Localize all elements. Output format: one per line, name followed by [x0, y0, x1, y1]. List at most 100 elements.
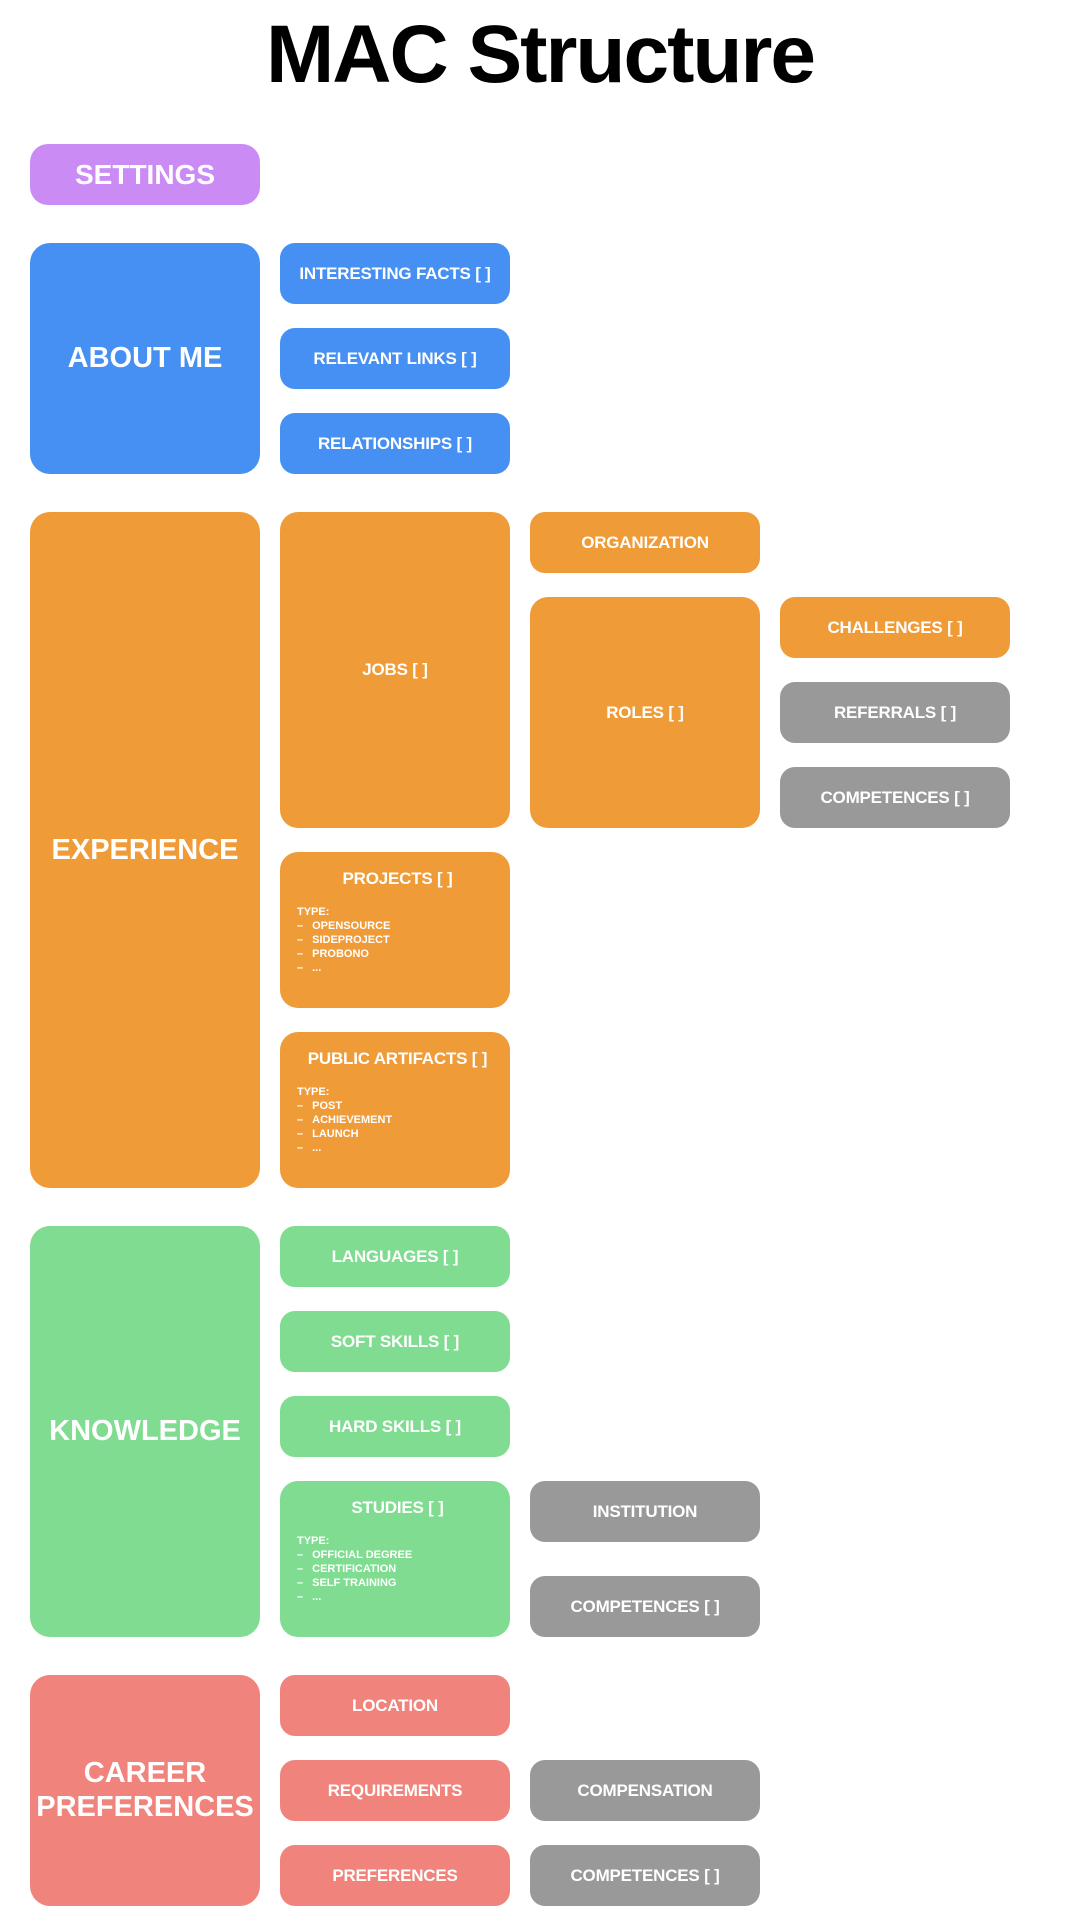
career-competences-label: COMPETENCES [ ]: [570, 1865, 720, 1885]
requirements-row: REQUIREMENTS COMPENSATION: [280, 1760, 760, 1822]
interesting-facts-node[interactable]: INTERESTING FACTS [ ]: [280, 243, 510, 305]
type-item: – OPENSOURCE: [297, 919, 498, 933]
projects-label: PROJECTS [ ]: [342, 869, 453, 889]
type-item: – ...: [297, 961, 498, 975]
roles-node[interactable]: ROLES [ ]: [530, 597, 760, 829]
compensation-node[interactable]: COMPENSATION: [530, 1760, 760, 1822]
experience-section: EXPERIENCE JOBS [ ] ORGANIZATION ROLES […: [30, 512, 1080, 1189]
studies-competences-node[interactable]: COMPETENCES [ ]: [530, 1576, 760, 1638]
career-preferences-node[interactable]: CAREER PREFERENCES: [30, 1675, 260, 1907]
dash-bullet: –: [297, 1114, 304, 1127]
soft-skills-node[interactable]: SOFT SKILLS [ ]: [280, 1311, 510, 1373]
studies-node[interactable]: STUDIES [ ] TYPE: – OFFICIAL DEGREE – CE…: [280, 1481, 510, 1638]
about-me-label: ABOUT ME: [67, 342, 223, 375]
knowledge-node[interactable]: KNOWLEDGE: [30, 1226, 260, 1638]
type-item: – ...: [297, 1590, 498, 1604]
roles-children: CHALLENGES [ ] REFERRALS [ ] COMPETENCES…: [780, 597, 1010, 829]
relationships-label: RELATIONSHIPS [ ]: [317, 433, 472, 453]
studies-competences-label: COMPETENCES [ ]: [570, 1596, 720, 1616]
experience-children: JOBS [ ] ORGANIZATION ROLES [ ] CHALLENG…: [280, 512, 1010, 1189]
career-competences-node[interactable]: COMPETENCES [ ]: [530, 1845, 760, 1907]
type-item-label: PROBONO: [312, 948, 369, 961]
dash-bullet: –: [297, 1563, 304, 1576]
type-item: – ...: [297, 1141, 498, 1155]
jobs-row: JOBS [ ] ORGANIZATION ROLES [ ] CHALLENG…: [280, 512, 1010, 829]
preferences-node[interactable]: PREFERENCES: [280, 1845, 510, 1907]
about-me-node[interactable]: ABOUT ME: [30, 243, 260, 475]
dash-bullet: –: [297, 1128, 304, 1141]
organization-node[interactable]: ORGANIZATION: [530, 512, 760, 574]
challenges-label: CHALLENGES [ ]: [827, 617, 963, 637]
knowledge-children: LANGUAGES [ ] SOFT SKILLS [ ] HARD SKILL…: [280, 1226, 760, 1638]
roles-label: ROLES [ ]: [606, 702, 684, 722]
mac-structure-diagram: SETTINGS ABOUT ME INTERESTING FACTS [ ] …: [0, 144, 1080, 1907]
compensation-label: COMPENSATION: [577, 1780, 713, 1800]
projects-node[interactable]: PROJECTS [ ] TYPE: – OPENSOURCE – SIDEPR…: [280, 852, 510, 1009]
settings-section: SETTINGS: [30, 144, 1080, 206]
dash-bullet: –: [297, 948, 304, 961]
type-item: – SELF TRAINING: [297, 1576, 498, 1590]
type-item-label: OPENSOURCE: [312, 920, 391, 933]
location-node[interactable]: LOCATION: [280, 1675, 510, 1737]
knowledge-section: KNOWLEDGE LANGUAGES [ ] SOFT SKILLS [ ] …: [30, 1226, 1080, 1638]
type-item-label: CERTIFICATION: [312, 1563, 397, 1576]
type-item: – POST: [297, 1099, 498, 1113]
dash-bullet: –: [297, 1577, 304, 1590]
career-preferences-section: CAREER PREFERENCES LOCATION REQUIREMENTS…: [30, 1675, 1080, 1907]
interesting-facts-label: INTERESTING FACTS [ ]: [299, 263, 491, 283]
type-heading: TYPE:: [297, 1535, 330, 1548]
type-item: – ACHIEVEMENT: [297, 1113, 498, 1127]
type-item: – PROBONO: [297, 947, 498, 961]
type-item: – SIDEPROJECT: [297, 933, 498, 947]
relevant-links-node[interactable]: RELEVANT LINKS [ ]: [280, 328, 510, 390]
roles-competences-node[interactable]: COMPETENCES [ ]: [780, 767, 1010, 829]
settings-node[interactable]: SETTINGS: [30, 144, 260, 206]
dash-bullet: –: [297, 1549, 304, 1562]
institution-node[interactable]: INSTITUTION: [530, 1481, 760, 1543]
requirements-label: REQUIREMENTS: [327, 1780, 463, 1800]
studies-type-list: TYPE: – OFFICIAL DEGREE – CERTIFICATION …: [297, 1534, 498, 1604]
type-heading: TYPE:: [297, 906, 330, 919]
type-item-label: ...: [312, 1591, 322, 1604]
dash-bullet: –: [297, 934, 304, 947]
experience-node[interactable]: EXPERIENCE: [30, 512, 260, 1189]
about-me-section: ABOUT ME INTERESTING FACTS [ ] RELEVANT …: [30, 243, 1080, 475]
languages-node[interactable]: LANGUAGES [ ]: [280, 1226, 510, 1288]
jobs-node[interactable]: JOBS [ ]: [280, 512, 510, 829]
public-artifacts-label: PUBLIC ARTIFACTS [ ]: [307, 1049, 488, 1069]
soft-skills-label: SOFT SKILLS [ ]: [330, 1331, 460, 1351]
type-item: – LAUNCH: [297, 1127, 498, 1141]
type-item: – OFFICIAL DEGREE: [297, 1548, 498, 1562]
studies-row: STUDIES [ ] TYPE: – OFFICIAL DEGREE – CE…: [280, 1481, 760, 1638]
roles-row: ROLES [ ] CHALLENGES [ ] REFERRALS [ ] C…: [530, 597, 1010, 829]
type-item-label: LAUNCH: [312, 1128, 359, 1141]
languages-label: LANGUAGES [ ]: [331, 1246, 459, 1266]
preferences-row: PREFERENCES COMPETENCES [ ]: [280, 1845, 760, 1907]
type-item-label: SELF TRAINING: [312, 1577, 397, 1590]
public-artifacts-node[interactable]: PUBLIC ARTIFACTS [ ] TYPE: – POST – ACHI…: [280, 1032, 510, 1189]
referrals-node[interactable]: REFERRALS [ ]: [780, 682, 1010, 744]
preferences-label: PREFERENCES: [332, 1865, 458, 1885]
type-item-label: SIDEPROJECT: [312, 934, 390, 947]
jobs-children: ORGANIZATION ROLES [ ] CHALLENGES [ ] RE…: [530, 512, 1010, 829]
referrals-label: REFERRALS [ ]: [833, 702, 957, 722]
career-preferences-label: CAREER PREFERENCES: [36, 1757, 254, 1823]
type-item-label: POST: [312, 1100, 343, 1113]
type-item-label: ...: [312, 962, 322, 975]
about-me-children: INTERESTING FACTS [ ] RELEVANT LINKS [ ]…: [280, 243, 510, 475]
relationships-node[interactable]: RELATIONSHIPS [ ]: [280, 413, 510, 475]
type-item-label: ...: [312, 1142, 322, 1155]
type-item-label: OFFICIAL DEGREE: [312, 1549, 413, 1562]
requirements-node[interactable]: REQUIREMENTS: [280, 1760, 510, 1822]
public-artifacts-type-list: TYPE: – POST – ACHIEVEMENT – LAUNCH –: [297, 1085, 498, 1155]
page-title: MAC Structure: [265, 9, 816, 100]
challenges-node[interactable]: CHALLENGES [ ]: [780, 597, 1010, 659]
studies-label: STUDIES [ ]: [351, 1498, 444, 1518]
knowledge-label: KNOWLEDGE: [49, 1415, 241, 1448]
settings-label: SETTINGS: [74, 158, 215, 190]
location-label: LOCATION: [352, 1695, 438, 1715]
location-row: LOCATION: [280, 1675, 760, 1737]
hard-skills-node[interactable]: HARD SKILLS [ ]: [280, 1396, 510, 1458]
institution-label: INSTITUTION: [592, 1501, 698, 1521]
experience-label: EXPERIENCE: [51, 833, 239, 866]
